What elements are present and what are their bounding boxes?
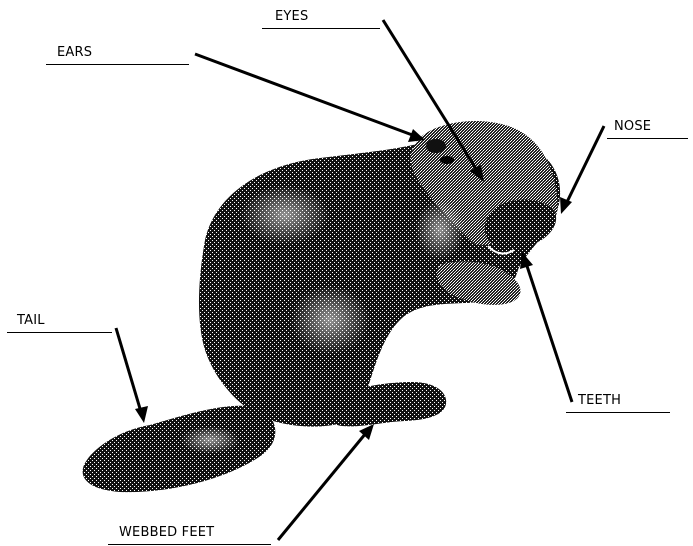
thigh-highlight [290,285,370,355]
nose-arrow-head [560,197,572,214]
beaver-eye [440,156,454,164]
ears-label: EARS [57,45,92,61]
tail-label: TAIL [17,313,45,329]
teeth-label: TEETH [578,393,621,409]
beaver-tail [83,406,276,492]
tail-arrow-line [116,328,141,412]
nose-arrow-line [566,126,604,204]
nose-label-underline [607,138,688,139]
ears-arrow-head [408,129,425,142]
neck-highlight [415,200,465,260]
tail-arrow-head [135,406,148,423]
webbed-feet-arrow-line [278,433,366,540]
webbed-feet-label-underline [108,544,271,545]
body-highlight [240,185,330,245]
beaver-illustration [83,121,560,492]
eyes-label: EYES [275,9,308,25]
webbed-feet-label: WEBBED FEET [119,525,214,541]
teeth-arrow-line [526,263,572,402]
tail-highlight [180,426,240,454]
tail-label-underline [7,332,112,333]
beaver-ear [426,139,446,153]
ears-arrow-line [195,54,415,136]
nose-label: NOSE [614,119,651,135]
ears-label-underline [46,64,189,65]
teeth-label-underline [566,412,670,413]
eyes-label-underline [262,28,380,29]
